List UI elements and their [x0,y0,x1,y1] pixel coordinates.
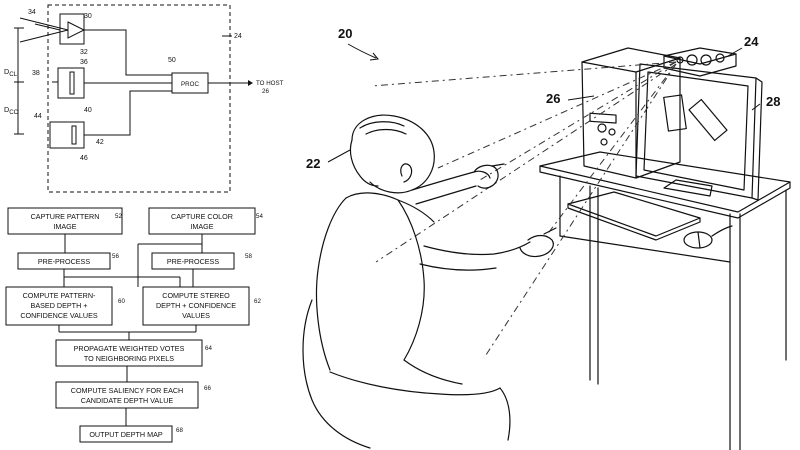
figure-ref-arrowhead-icon [369,52,379,61]
ref-44: 44 [34,113,42,120]
ref-54: 54 [256,213,263,220]
ref-62: 62 [254,298,261,305]
step-saliency-line2: CANDIDATE DEPTH VALUE [81,396,174,405]
ref-58: 58 [245,253,252,260]
ref-28-monitor: 28 [766,94,780,109]
device-housing-outline [47,4,231,193]
color-camera-sensor [71,125,77,145]
step-pattern-depth-line3: CONFIDENCE VALUES [20,311,98,320]
pointing-hand-upper [473,164,499,189]
color-camera-unit [49,121,85,149]
ref-64: 64 [205,345,212,352]
ref-30: 30 [84,13,92,20]
wire-camera2-to-proc [84,90,172,136]
keyboard [567,191,701,241]
screen-window-1 [663,94,687,132]
ref-42: 42 [96,139,104,146]
step-stereo-depth-line3: VALUES [182,311,210,320]
depth-processing-flowchart: CAPTURE PATTERN IMAGE 52 CAPTURE COLOR I… [5,207,263,443]
ref-26-host: 26 [262,88,269,95]
ref-38: 38 [32,70,40,77]
mouse [683,225,733,249]
chair-back [302,299,371,449]
ref-60: 60 [118,298,125,305]
ref-46: 46 [80,155,88,162]
flowchart-connectors [58,234,203,426]
step-capture-color-line1: CAPTURE COLOR [171,212,233,221]
ref-56: 56 [112,253,119,260]
dim-cc-label: DCC [4,105,19,116]
step-capture-color-image [148,207,256,235]
step-propagate-votes [55,339,203,367]
depth-imaging-device: 24 [663,34,759,77]
ref-24-device: 24 [744,34,759,49]
ref-22-user: 22 [306,156,320,171]
sensing-rays [371,61,677,359]
ref-52: 52 [115,213,122,220]
wire-projector-to-proc [84,29,172,76]
dim-cl-label: DCL [4,67,18,78]
desk [539,151,791,450]
ref-32: 32 [80,49,88,56]
user-computer-illustration: 20 26 [302,26,791,450]
host-arrow-icon [248,80,253,86]
pointing-hand-lower [519,234,554,258]
figure-ref-arrow [347,43,377,59]
step-saliency-line1: COMPUTE SALIENCY FOR EACH [71,386,184,395]
step-capture-pattern-line2: IMAGE [53,222,76,231]
ref-50: 50 [168,57,176,64]
chair-seat [329,371,501,396]
ref-40: 40 [84,107,92,114]
step-propagate-line2: TO NEIGHBORING PIXELS [84,354,174,363]
figure-ref-20: 20 [338,26,352,41]
ref-26-computer: 26 [546,91,560,106]
step-preprocess-color-label: PRE-PROCESS [167,257,220,266]
ref-34: 34 [28,9,36,16]
step-stereo-depth-line2: DEPTH + CONFIDENCE [156,301,236,310]
step-pattern-based-depth [5,286,113,326]
step-pattern-depth-line2: BASED DEPTH + [31,301,88,310]
computer-tower: 26 [546,47,681,179]
step-capture-pattern-image [7,207,123,235]
step-propagate-line1: PROPAGATE WEIGHTED VOTES [74,344,185,353]
step-capture-color-line2: IMAGE [190,222,213,231]
processor-label: PROC [181,81,199,88]
depth-camera-sensor [69,71,75,95]
ref-36: 36 [80,59,88,66]
monitor: 28 [635,63,780,201]
step-preprocess-pattern-label: PRE-PROCESS [38,257,91,266]
ear [400,163,413,183]
ref-66: 66 [204,385,211,392]
step-output-label: OUTPUT DEPTH MAP [89,430,163,439]
to-host-label: TO HOST [256,80,284,87]
step-compute-saliency [55,381,199,409]
user-figure: 22 [302,114,557,449]
screen-window-2 [688,98,728,142]
step-capture-pattern-line1: CAPTURE PATTERN [31,212,100,221]
ref-68: 68 [176,427,183,434]
step-pattern-depth-line1: COMPUTE PATTERN- [23,291,96,300]
step-stereo-depth-line1: COMPUTE STEREO [162,291,230,300]
ref-24-housing: 24 [234,33,242,40]
imaging-assembly-block-diagram: 24 34 30 32 38 36 40 44 42 46 PROC 50 [4,4,284,193]
